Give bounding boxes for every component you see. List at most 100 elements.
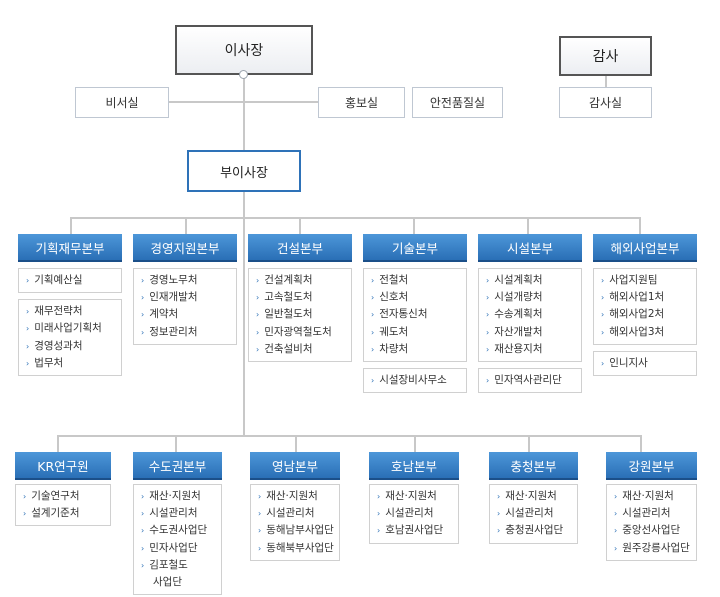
list-item[interactable]: ›재산·지원처 xyxy=(258,488,339,505)
list-item[interactable]: ›시설계획처 xyxy=(486,272,581,289)
list-item[interactable]: ›시설관리처 xyxy=(497,505,577,522)
list-item[interactable]: ›건축설비처 xyxy=(256,341,351,358)
list-item[interactable]: ›차량처 xyxy=(371,341,466,358)
list-item[interactable]: ›계약처 xyxy=(141,306,236,323)
list-item[interactable]: ›재산·지원처 xyxy=(141,488,221,505)
list-item[interactable]: ›시설관리처 xyxy=(377,505,458,522)
division-header[interactable]: 기획재무본부 xyxy=(18,234,122,262)
list-item[interactable]: ›시설관리처 xyxy=(258,505,339,522)
division-column: 경영지원본부 ›경영노무처 ›인재개발처 ›계약처 ›정보관리처 xyxy=(133,234,237,345)
list-item[interactable]: ›전자통신처 xyxy=(371,306,466,323)
vice-president-label: 부이사장 xyxy=(220,165,268,181)
chevron-right-icon: › xyxy=(486,310,490,320)
list-item[interactable]: ›인재개발처 xyxy=(141,289,236,306)
chevron-right-icon: › xyxy=(141,509,145,519)
list-item[interactable]: ›김포철도 xyxy=(141,557,221,574)
chevron-right-icon: › xyxy=(258,492,262,501)
list-item[interactable]: ›동해북부사업단 xyxy=(258,540,339,557)
division-header[interactable]: 영남본부 xyxy=(250,452,340,480)
pr-label: 홍보실 xyxy=(344,96,379,110)
list-item[interactable]: ›기술연구처 xyxy=(23,488,110,505)
division-list: ›건설계획처 ›고속철도처 ›일반철도처 ›민자광역철도처 ›건축설비처 xyxy=(248,268,352,363)
list-item[interactable]: ›재산·지원처 xyxy=(614,488,696,505)
division-list: ›재산·지원처 ›시설관리처 ›호남권사업단 xyxy=(369,484,459,544)
chevron-right-icon: › xyxy=(377,509,381,519)
list-item[interactable]: ›설계기준처 xyxy=(23,505,110,522)
chevron-right-icon: › xyxy=(256,327,260,337)
list-item[interactable]: ›고속철도처 xyxy=(256,289,351,306)
list-item[interactable]: ›법무처 xyxy=(26,355,121,372)
list-item[interactable]: ›시설개량처 xyxy=(486,289,581,306)
list-item[interactable]: ›정보관리처 xyxy=(141,324,236,341)
list-item[interactable]: ›원주강릉사업단 xyxy=(614,540,696,557)
connector xyxy=(295,435,297,452)
division-header[interactable]: 충청본부 xyxy=(489,452,578,480)
chevron-right-icon: › xyxy=(371,376,375,386)
list-item[interactable]: ›호남권사업단 xyxy=(377,522,458,539)
division-header[interactable]: 건설본부 xyxy=(248,234,352,262)
pr-box[interactable]: 홍보실 xyxy=(318,87,405,118)
list-item[interactable]: ›미래사업기획처 xyxy=(26,320,121,337)
chevron-right-icon: › xyxy=(141,543,145,553)
list-item[interactable]: ›민자역사관리단 xyxy=(486,372,581,389)
connector xyxy=(640,435,642,452)
vice-president-box[interactable]: 부이사장 xyxy=(187,150,301,192)
list-item[interactable]: ›재무전략처 xyxy=(26,303,121,320)
division-column: 강원본부 ›재산·지원처 ›시설관리처 ›중앙선사업단 ›원주강릉사업단 xyxy=(606,452,697,561)
list-item[interactable]: ›인니지사 xyxy=(601,355,696,372)
list-item[interactable]: ›전철처 xyxy=(371,272,466,289)
list-item[interactable]: ›자산개발처 xyxy=(486,324,581,341)
list-item[interactable]: ›궤도처 xyxy=(371,324,466,341)
chevron-right-icon: › xyxy=(26,307,30,317)
division-header[interactable]: 호남본부 xyxy=(369,452,459,480)
list-item[interactable]: ›해외사업2처 xyxy=(601,306,696,323)
chevron-right-icon: › xyxy=(26,276,30,285)
list-item[interactable]: ›시설관리처 xyxy=(614,505,696,522)
chairman-box[interactable]: 이사장 xyxy=(175,25,313,75)
division-list: ›시설계획처 ›시설개량처 ›수송계획처 ›자산개발처 ›재산용지처 xyxy=(478,268,582,363)
safety-quality-box[interactable]: 안전품질실 xyxy=(412,87,503,118)
division-header[interactable]: 시설본부 xyxy=(478,234,582,262)
chevron-right-icon: › xyxy=(141,276,145,285)
list-item[interactable]: ›시설관리처 xyxy=(141,505,221,522)
secretary-box[interactable]: 비서실 xyxy=(75,87,169,118)
division-list: ›인니지사 xyxy=(593,350,697,377)
chevron-right-icon: › xyxy=(614,543,618,553)
audit-office-box[interactable]: 감사실 xyxy=(559,87,652,118)
list-item[interactable]: ›재산·지원처 xyxy=(377,488,458,505)
list-item[interactable]: ›해외사업3처 xyxy=(601,324,696,341)
connector xyxy=(136,101,318,103)
list-item[interactable]: ›수도권사업단 xyxy=(141,522,221,539)
division-header[interactable]: 해외사업본부 xyxy=(593,234,697,262)
division-list: ›재무전략처 ›미래사업기획처 ›경영성과처 ›법무처 xyxy=(18,299,122,377)
list-item[interactable]: ›일반철도처 xyxy=(256,306,351,323)
list-item[interactable]: ›수송계획처 xyxy=(486,306,581,323)
list-item[interactable]: ›동해남부사업단 xyxy=(258,522,339,539)
list-item[interactable]: ›건설계획처 xyxy=(256,272,351,289)
division-header[interactable]: 경영지원본부 xyxy=(133,234,237,262)
list-item[interactable]: ›민자사업단 xyxy=(141,540,221,557)
list-item[interactable]: ›해외사업1처 xyxy=(601,289,696,306)
list-item[interactable]: ›시설장비사무소 xyxy=(371,372,466,389)
list-item[interactable]: ›사업지원팀 xyxy=(601,272,696,289)
auditor-box[interactable]: 감사 xyxy=(559,36,652,76)
list-item[interactable]: ›경영노무처 xyxy=(141,272,236,289)
chevron-right-icon: › xyxy=(601,327,605,337)
list-item[interactable]: ›재산·지원처 xyxy=(497,488,577,505)
list-item[interactable]: ›신호처 xyxy=(371,289,466,306)
division-list: ›시설장비사무소 xyxy=(363,368,467,394)
division-header[interactable]: 기술본부 xyxy=(363,234,467,262)
list-item[interactable]: ›민자광역철도처 xyxy=(256,324,351,341)
division-header[interactable]: 수도권본부 xyxy=(133,452,222,480)
list-item[interactable]: ›재산용지처 xyxy=(486,341,581,358)
chevron-right-icon: › xyxy=(258,509,262,519)
division-column: 수도권본부 ›재산·지원처 ›시설관리처 ›수도권사업단 ›민자사업단 ›김포철… xyxy=(133,452,222,596)
list-item[interactable]: ›중앙선사업단 xyxy=(614,522,696,539)
chevron-right-icon: › xyxy=(601,276,605,285)
division-header[interactable]: 강원본부 xyxy=(606,452,697,480)
chevron-right-icon: › xyxy=(614,509,618,519)
list-item[interactable]: ›기획예산실 xyxy=(26,272,121,289)
list-item[interactable]: ›충청권사업단 xyxy=(497,522,577,539)
division-header[interactable]: KR연구원 xyxy=(15,452,111,480)
list-item[interactable]: ›경영성과처 xyxy=(26,338,121,355)
